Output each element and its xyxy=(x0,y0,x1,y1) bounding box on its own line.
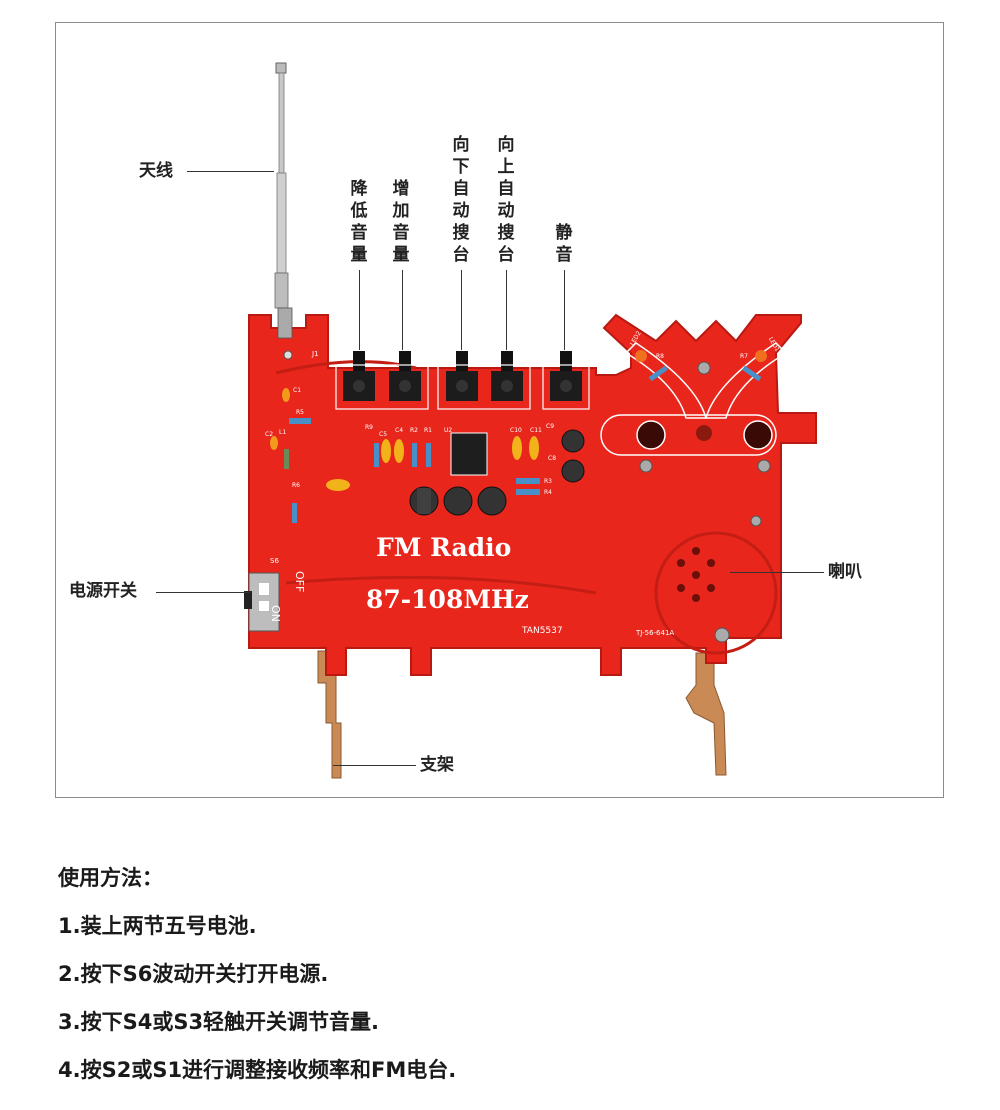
slide-switch xyxy=(244,572,280,632)
switch-vol-up xyxy=(389,351,421,401)
instruction-step: 3.按下S4或S3轻触开关调节音量. xyxy=(58,1010,380,1034)
comp-ref: U2 xyxy=(444,427,453,434)
ic-chip xyxy=(450,432,488,476)
label-seek-down: 向下自动搜台 xyxy=(452,135,470,265)
leader-mute xyxy=(564,270,565,350)
label-power-switch: 电源开关 xyxy=(69,581,137,601)
mount-screw xyxy=(750,515,762,527)
leader-vol-up xyxy=(402,270,403,350)
comp-ref: R7 xyxy=(740,353,748,360)
label-stand: 支架 xyxy=(420,755,454,775)
label-antenna: 天线 xyxy=(139,161,173,181)
board-switch-ref: S6 xyxy=(270,557,279,565)
instruction-step: 4.按S2或S1进行调整接收频率和FM电台. xyxy=(58,1058,457,1082)
comp-ref: C5 xyxy=(379,431,388,438)
board-model-label: TJ-56-641A xyxy=(636,629,675,637)
comp-ref: R2 xyxy=(410,427,418,434)
instruction-step: 2.按下S6波动开关打开电源. xyxy=(58,962,329,986)
radio-board-illustration xyxy=(244,62,817,779)
switch-seek-up xyxy=(491,351,523,401)
comp-ref: R9 xyxy=(365,424,373,431)
leader-stand xyxy=(333,765,416,766)
comp-ref: L1 xyxy=(279,429,287,436)
tactile-switches xyxy=(335,351,590,410)
mount-screw xyxy=(714,627,730,643)
switch-seek-down xyxy=(446,351,478,401)
leader-seek-down xyxy=(461,270,462,350)
comp-ref: R6 xyxy=(292,482,300,489)
board-antenna-ref: J1 xyxy=(312,350,319,358)
antenna-rod xyxy=(274,62,293,360)
comp-ref: C2 xyxy=(265,431,274,438)
leader-antenna xyxy=(187,171,274,172)
capacitors xyxy=(270,388,585,516)
usage-instructions: 使用方法： 1.装上两节五号电池. 2.按下S6波动开关打开电源. 3.按下S4… xyxy=(58,860,456,1100)
label-vol-down: 降低音量 xyxy=(350,179,368,265)
switch-mute xyxy=(550,351,582,401)
comp-ref: R4 xyxy=(544,489,552,496)
label-seek-up: 向上自动搜台 xyxy=(497,135,515,265)
comp-ref: R1 xyxy=(424,427,432,434)
board-switch-off: OFF xyxy=(293,571,306,593)
comp-ref: R3 xyxy=(544,478,552,485)
product-photo-frame: FM Radio 87-108MHz TAN5537 TJ-56-641A S6… xyxy=(55,22,944,798)
leader-speaker xyxy=(730,572,824,573)
stand-left xyxy=(317,650,342,779)
board-band: 87-108MHz xyxy=(366,585,529,614)
label-speaker: 喇叭 xyxy=(828,562,862,582)
comp-ref: C8 xyxy=(548,455,557,462)
comp-ref: R8 xyxy=(656,353,664,360)
speaker-grille xyxy=(677,547,715,602)
comp-ref: C10 xyxy=(510,427,522,434)
instructions-heading: 使用方法： xyxy=(58,866,163,890)
label-mute: 静音 xyxy=(555,223,573,265)
resistors xyxy=(284,418,540,523)
board-title: FM Radio xyxy=(376,533,512,562)
board-chip-label: TAN5537 xyxy=(522,626,563,636)
led-holder xyxy=(600,342,788,473)
comp-ref: C9 xyxy=(546,423,555,430)
leader-power-switch xyxy=(156,592,250,593)
instruction-step: 1.装上两节五号电池. xyxy=(58,914,257,938)
stand-right xyxy=(685,652,727,776)
label-vol-up: 增加音量 xyxy=(392,179,410,265)
comp-ref: C1 xyxy=(293,387,302,394)
leader-seek-up xyxy=(506,270,507,350)
comp-ref: R5 xyxy=(296,409,304,416)
board-switch-on: ON xyxy=(269,605,282,622)
switch-vol-down xyxy=(343,351,375,401)
comp-ref: C4 xyxy=(395,427,404,434)
leader-vol-down xyxy=(359,270,360,350)
comp-ref: C11 xyxy=(530,427,542,434)
